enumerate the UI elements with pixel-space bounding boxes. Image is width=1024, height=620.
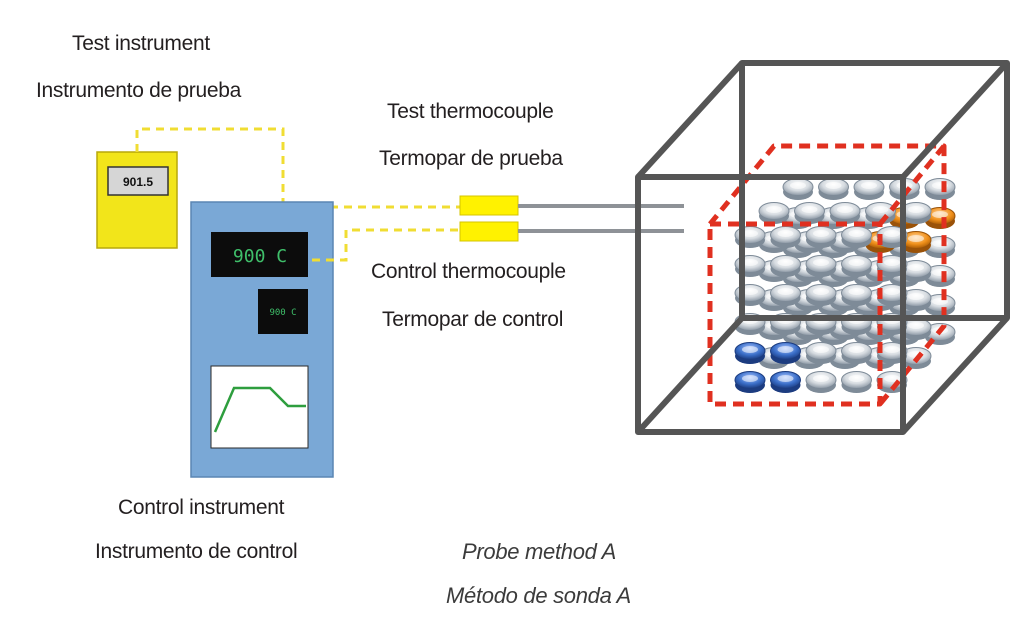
load-part: [734, 342, 766, 364]
load-part: [818, 178, 849, 200]
load-part: [841, 255, 872, 277]
load-part: [876, 342, 908, 364]
test-thermocouple-label-es: Termopar de prueba: [379, 147, 563, 170]
load-part: [782, 178, 814, 200]
load-part: [876, 226, 908, 248]
test-instrument-label-en: Test instrument: [72, 32, 210, 55]
control-instrument-label-es: Instrumento de control: [95, 540, 298, 563]
load-part: [900, 260, 932, 282]
load-part: [841, 371, 872, 393]
load-part: [829, 202, 861, 224]
control-wire: [312, 228, 462, 262]
load-part: [900, 231, 932, 253]
load-part: [876, 255, 908, 277]
load-part: [876, 284, 908, 306]
furnace-load-icon: [707, 143, 956, 407]
test-instrument-label-es: Instrumento de prueba: [36, 79, 242, 102]
load-part: [770, 284, 801, 306]
control-thermocouple-label-en: Control thermocouple: [371, 260, 566, 283]
load-part: [770, 342, 801, 364]
load-part: [734, 371, 766, 393]
load-part: [770, 255, 801, 277]
load-part: [794, 202, 825, 224]
load-part: [841, 226, 872, 248]
load-part: [924, 207, 956, 229]
load-part: [853, 178, 885, 200]
load-part: [924, 236, 956, 258]
load-part: [924, 265, 956, 287]
load-part: [841, 342, 872, 364]
working-volume-outline: [707, 143, 947, 407]
load-part: [924, 178, 956, 200]
load-part: [876, 371, 908, 393]
load-part: [805, 255, 837, 277]
load-part: [900, 318, 932, 340]
method-label-en: Probe method A: [462, 539, 616, 564]
load-part: [841, 284, 872, 306]
load-part: [805, 284, 837, 306]
load-part: [865, 202, 896, 224]
test-thermocouple-label-en: Test thermocouple: [387, 100, 554, 123]
load-part: [924, 294, 956, 316]
load-part: [900, 202, 932, 224]
furnace-frame: [635, 60, 1010, 435]
control-instrument-label-en: Control instrument: [118, 496, 285, 519]
control-secondary-readout: 900 C: [269, 308, 296, 318]
thermocouple-probe-icon: [459, 195, 684, 242]
load-part: [805, 342, 837, 364]
load-part: [770, 371, 801, 393]
load-part: [805, 226, 837, 248]
load-part: [770, 226, 801, 248]
test-wire: [135, 127, 462, 209]
load-part: [758, 202, 790, 224]
test-instrument-readout: 901.5: [123, 175, 153, 189]
temperature-profile-icon: [213, 386, 306, 433]
method-label-es: Método de sonda A: [446, 583, 631, 608]
control-instrument-icon: [190, 201, 334, 478]
control-thermocouple-label-es: Termopar de control: [382, 308, 564, 331]
load-part: [900, 289, 932, 311]
test-instrument-icon: [96, 151, 178, 249]
control-main-readout: 900 C: [233, 246, 287, 267]
load-part: [805, 371, 837, 393]
